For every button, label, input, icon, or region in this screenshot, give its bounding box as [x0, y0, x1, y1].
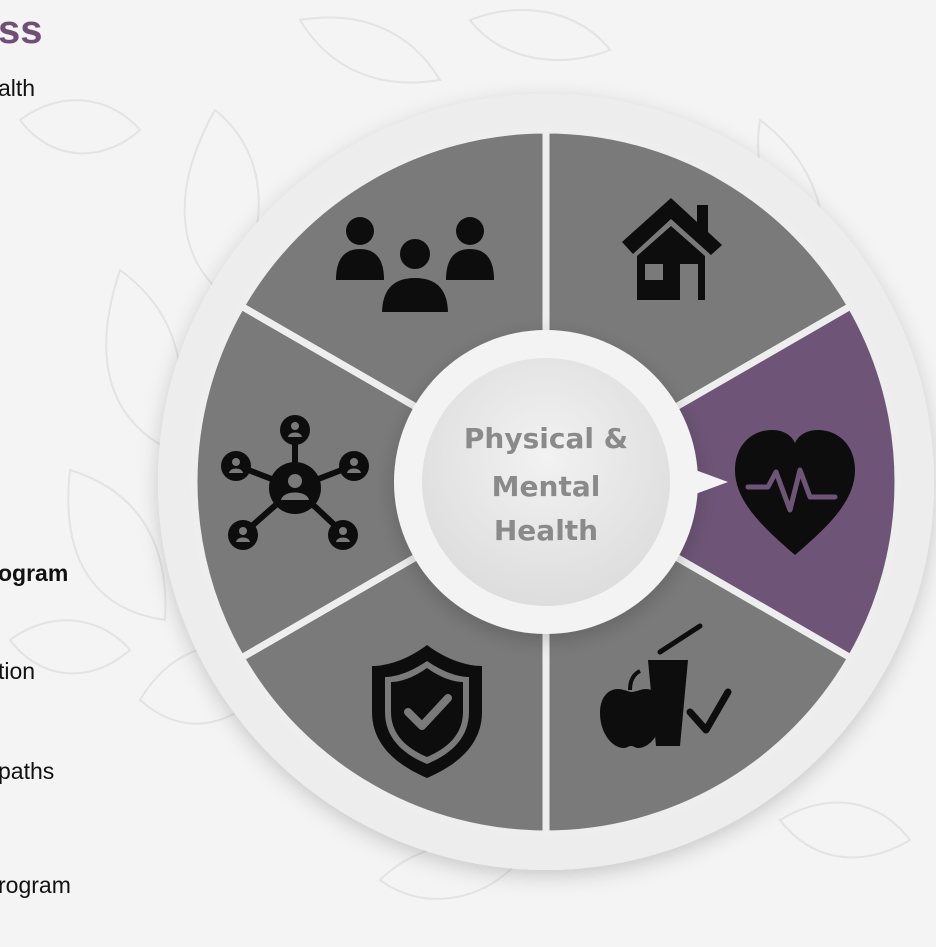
list-item: rogram	[0, 872, 71, 898]
network-people-icon	[221, 415, 369, 550]
center-label-line-1: Physical &	[464, 422, 628, 455]
healthy-food-icon	[600, 623, 732, 748]
people-group-icon	[336, 217, 494, 316]
center-label-line-3: Health	[494, 514, 598, 547]
center-label-line-2: Mental	[492, 470, 601, 503]
heartbeat-icon	[735, 430, 855, 555]
wheel-segment-network-people	[190, 301, 554, 663]
section-title: ss	[0, 8, 43, 52]
center-hub: Physical & Mental Health	[394, 330, 728, 634]
shield-check-icon	[372, 645, 482, 778]
section-subtitle: alth	[0, 75, 36, 101]
house-icon	[622, 198, 722, 300]
list-item-heading: ogram	[0, 560, 69, 586]
list-item: paths	[0, 758, 55, 784]
list-item: tion	[0, 658, 36, 684]
